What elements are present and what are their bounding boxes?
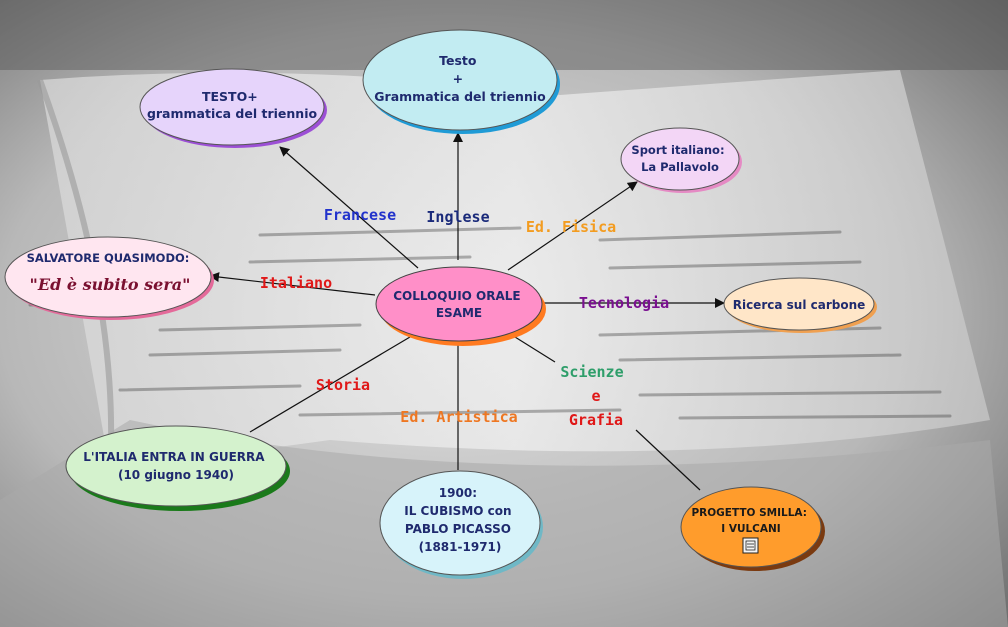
- node-artistica-line-3: PABLO PICASSO: [405, 522, 511, 536]
- node-francese[interactable]: TESTO+ grammatica del triennio: [139, 68, 327, 148]
- node-inglese-line-3: Grammatica del triennio: [374, 89, 546, 104]
- center-line-2: ESAME: [436, 306, 482, 320]
- subject-edfisica: Ed. Fisica: [526, 218, 616, 236]
- connector-scienze-2: [635, 429, 701, 491]
- document-icon[interactable]: [742, 537, 759, 554]
- node-inglese[interactable]: Testo + Grammatica del triennio: [362, 29, 560, 134]
- subject-scienze-grafia: Grafia: [569, 411, 623, 429]
- node-artistica-line-2: IL CUBISMO con: [404, 504, 511, 518]
- node-tecnologia[interactable]: Ricerca sul carbone: [723, 277, 877, 333]
- subject-storia: Storia: [316, 376, 370, 394]
- node-artistica-line-4: (1881-1971): [419, 540, 502, 554]
- node-tecnologia-line-1: Ricerca sul carbone: [733, 298, 866, 312]
- subject-italiano: Italiano: [260, 274, 332, 292]
- node-storia-line-2: (10 giugno 1940): [118, 468, 234, 482]
- connectors: [209, 132, 725, 491]
- connector-edfisica: [507, 181, 638, 271]
- center-node[interactable]: COLLOQUIO ORALE ESAME: [375, 266, 546, 346]
- node-italiano[interactable]: SALVATORE QUASIMODO: "Ed è subito sera": [4, 236, 214, 320]
- connector-storia: [249, 336, 411, 433]
- center-line-1: COLLOQUIO ORALE: [393, 289, 520, 303]
- subject-labels: Francese Inglese Ed. Fisica Italiano Tec…: [260, 206, 669, 429]
- subject-tecnologia: Tecnologia: [579, 294, 669, 312]
- connector-italiano: [209, 272, 376, 296]
- subject-scienze-e: e: [591, 387, 600, 405]
- subject-inglese: Inglese: [426, 208, 489, 226]
- node-inglese-line-2: +: [453, 71, 463, 86]
- node-francese-line-1: TESTO+: [202, 89, 258, 104]
- book-page: [40, 70, 990, 470]
- node-scienze-line-2: I VULCANI: [721, 523, 780, 535]
- svg-text:Ricerca sul carbone: Ricerca sul carbone: [733, 298, 866, 312]
- svg-text:TESTO+ grammatica del tr: TESTO+ grammatica del triennio: [147, 89, 318, 121]
- node-scienze-line-1: PROGETTO SMILLA:: [691, 507, 806, 519]
- node-inglese-line-1: Testo: [439, 53, 477, 68]
- node-artistica[interactable]: 1900: IL CUBISMO con PABLO PICASSO (1881…: [379, 470, 543, 579]
- connector-scienze: [514, 336, 556, 363]
- node-artistica-line-1: 1900:: [439, 486, 477, 500]
- node-edfisica-line-2: La Pallavolo: [641, 160, 719, 174]
- svg-text:1900: IL CUBISMO con: 1900: IL CUBISMO con PABLO PICASSO (1881…: [404, 486, 516, 554]
- node-storia-line-1: L'ITALIA ENTRA IN GUERRA: [83, 450, 265, 464]
- node-edfisica[interactable]: Sport italiano: La Pallavolo: [620, 127, 742, 193]
- node-italiano-line-1: SALVATORE QUASIMODO:: [27, 251, 190, 265]
- node-francese-line-2: grammatica del triennio: [147, 106, 318, 121]
- subject-scienze: Scienze: [560, 363, 623, 381]
- node-storia[interactable]: L'ITALIA ENTRA IN GUERRA (10 giugno 1940…: [65, 425, 290, 511]
- node-scienze[interactable]: PROGETTO SMILLA: I VULCANI: [680, 486, 825, 571]
- connector-francese: [279, 146, 419, 269]
- subject-francese: Francese: [324, 206, 396, 224]
- svg-text:Testo + Grammatica: Testo + Grammatica del triennio: [374, 53, 546, 104]
- svg-text:L'ITALIA ENTRA IN GUERRA: L'ITALIA ENTRA IN GUERRA (10 giugno 1940…: [83, 450, 268, 482]
- subject-artistica: Ed. Artistica: [400, 408, 517, 426]
- svg-text:PROGETTO SMILLA: I VULCA: PROGETTO SMILLA: I VULCANI: [691, 507, 810, 535]
- svg-text:Sport italiano: La Palla: Sport italiano: La Pallavolo: [631, 143, 728, 174]
- node-edfisica-line-1: Sport italiano:: [631, 143, 724, 157]
- svg-text:COLLOQUIO ORALE ESAME: COLLOQUIO ORALE ESAME: [393, 289, 525, 320]
- node-italiano-line-2: "Ed è subito sera": [30, 275, 191, 294]
- svg-text:SALVATORE QUASIMODO:: SALVATORE QUASIMODO:: [27, 251, 190, 265]
- svg-text:"Ed è subito sera": "Ed è subito sera": [30, 275, 191, 294]
